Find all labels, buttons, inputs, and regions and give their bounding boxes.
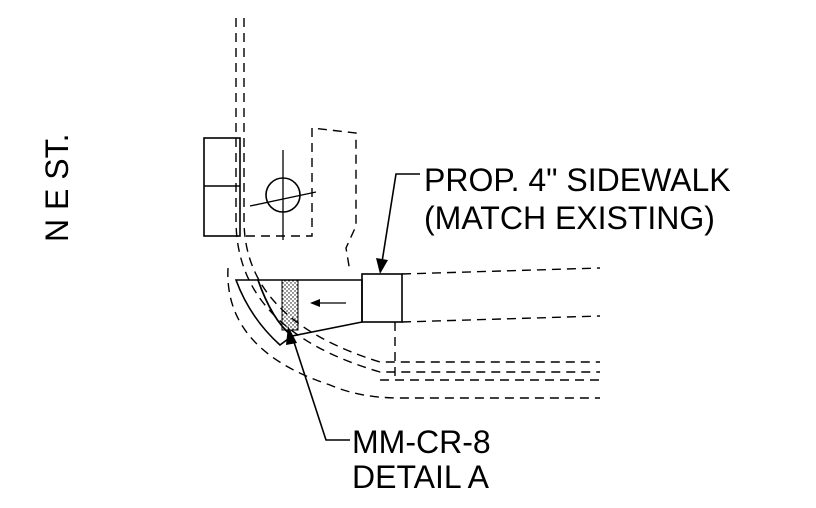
detail-leader: [286, 326, 350, 441]
utility-box: [203, 137, 241, 237]
detail-callout-line2: DETAIL A: [352, 459, 490, 495]
detail-callout-line1: MM-CR-8: [352, 424, 491, 460]
sidewalk-callout-line1: PROP. 4" SIDEWALK: [424, 162, 731, 198]
detectable-warning-strip: [281, 279, 299, 331]
proposed-sidewalk: [361, 267, 601, 378]
sidewalk-callout-line2: (MATCH EXISTING): [424, 200, 715, 236]
sidewalk-leader: [376, 173, 420, 274]
lot-outline: [246, 127, 357, 273]
light-pole-icon: [265, 177, 301, 213]
street-label: N E ST.: [39, 134, 75, 242]
